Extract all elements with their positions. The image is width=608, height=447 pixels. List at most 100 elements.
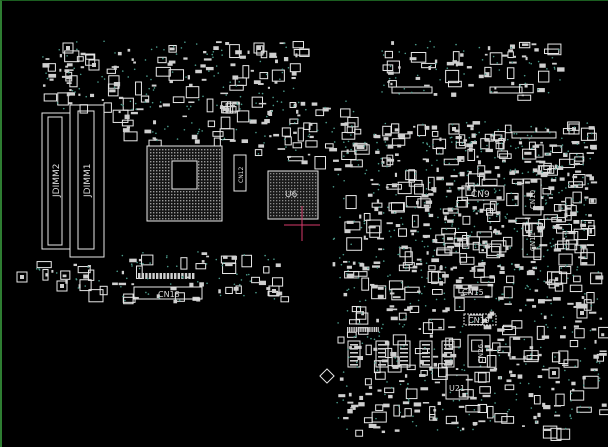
smd-pad [523,355,526,360]
smd-pad [390,82,393,86]
via [164,128,166,130]
cpu-pin [174,194,176,196]
smd-pad [203,58,212,61]
via [524,82,527,85]
via [474,298,476,301]
via [147,293,150,295]
via [333,127,335,130]
u6-ball [276,182,278,184]
smd-pad [484,170,492,174]
smd-pad [431,187,437,191]
cpu-pin [168,206,170,208]
via [545,323,547,326]
chip-u6[interactable]: U6 [267,170,319,220]
connector-cn15[interactable]: CN15 [453,284,493,298]
via [103,40,105,43]
component-outline [506,67,515,80]
chip-u21[interactable]: U21 [445,374,469,400]
u6-ball [312,197,314,199]
u6-ball [294,191,296,193]
header-pin [177,273,180,279]
connector-cn19[interactable]: CN19 [463,313,497,326]
connector-cn12[interactable]: CN12 [233,154,247,192]
smd-pad [229,105,235,108]
smd-pad [531,246,537,250]
connector-cn10[interactable]: CN10 [522,178,542,216]
smd-pad [349,346,352,350]
cpu-pin [168,191,170,193]
u6-ball [279,176,281,178]
smd-pad [516,181,522,186]
via [473,184,476,186]
u6-ball [294,185,296,187]
via [550,314,553,316]
smd-pad [407,306,413,310]
component-outline [558,253,573,266]
via [479,243,482,245]
smd-pad [418,328,422,330]
component-outline [543,214,558,220]
cpu-pin [159,206,161,208]
header-pin [148,273,152,279]
smd-pad [127,48,131,52]
cpu-pin [198,200,200,202]
via [514,171,517,173]
u6-ball [294,173,296,175]
via [545,153,548,156]
cpu-pin [210,185,212,187]
header-pin [366,327,368,332]
smd-pad [59,68,62,72]
smd-pad [358,402,365,407]
via [588,407,591,409]
smd-pad [124,114,130,120]
dimm-slot-2[interactable]: JDIMM2 [41,112,71,250]
smd-pad [425,200,433,204]
smd-pad [433,362,438,367]
cpu-pin [213,197,215,199]
smd-pad [343,416,349,420]
u6-ball [300,203,302,205]
smd-pad [575,170,582,173]
cpu-pin [198,212,200,214]
component-outline [538,70,550,83]
u6-ball [279,212,281,214]
cpu-pin [180,200,182,202]
connector-cn18[interactable]: CN18 [133,286,203,300]
cpu-pin [153,173,155,175]
via [353,220,356,223]
via [436,417,438,420]
cpu-pin [168,200,170,202]
via [460,388,463,390]
via [477,210,480,212]
smd-pad [460,53,464,57]
smd-pad [514,195,518,200]
via [411,420,414,423]
cpu-socket[interactable] [146,145,223,222]
jdimm1-label: JDIMM1 [83,164,93,199]
via [555,216,558,218]
cpu-pin [156,206,158,208]
cpu-pin [207,218,209,220]
cpu-pin [213,185,215,187]
connector-cn26[interactable]: CN26 [467,334,491,368]
via [396,360,399,362]
ic-pad [400,356,408,358]
component-outline [429,406,436,418]
component-outline [43,93,58,102]
cpu-pin [204,206,206,208]
via [405,169,408,171]
ic-pad [422,344,430,346]
smd-pad [415,262,423,266]
dimm-slot-1[interactable]: JDIMM1 [69,104,105,258]
via [509,247,512,249]
connector-cn9[interactable]: CN9 [461,185,505,201]
cpu-pin [219,191,221,193]
header-pin [370,327,372,332]
connector-cn11[interactable]: CN11 [522,222,542,258]
via [378,335,381,337]
cpu-pin [210,155,212,157]
component-outline [289,63,301,73]
component-outline [431,131,439,137]
